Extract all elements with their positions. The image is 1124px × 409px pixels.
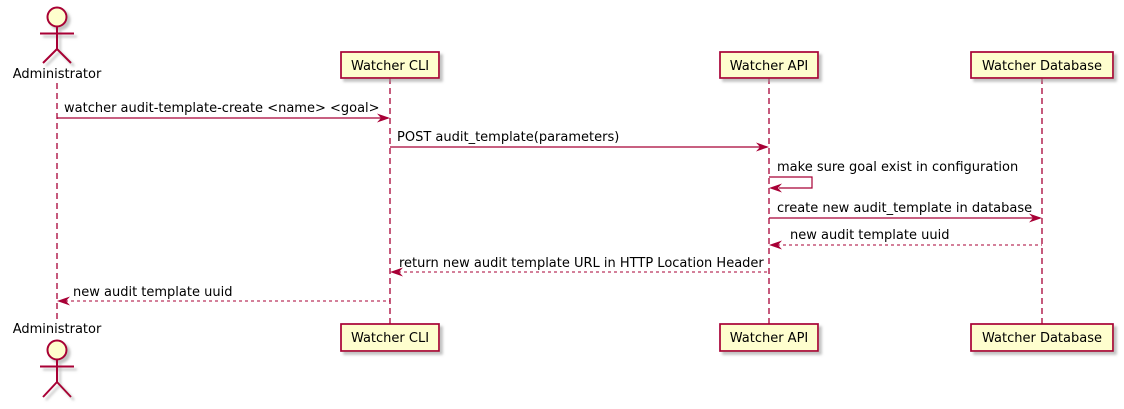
arrowhead-left-icon [769, 183, 782, 193]
message-label: return new audit template URL in HTTP Lo… [399, 256, 764, 271]
participant-watcher-api-top: Watcher API [719, 51, 819, 79]
message-label: new audit template uuid [790, 228, 949, 243]
message-3-self: make sure goal exist in configuration [769, 160, 1018, 193]
participant-label: Watcher API [730, 59, 809, 74]
participant-box [719, 323, 819, 352]
participant-label: Watcher Database [982, 331, 1102, 346]
participant-label: Watcher Database [982, 59, 1102, 74]
arrowhead-left-icon [57, 296, 70, 306]
actor-icon-administrator-bottom [40, 339, 74, 398]
arrowhead-right-icon [1029, 213, 1042, 223]
message-7: new audit template uuid [57, 285, 390, 306]
message-label: watcher audit-template-create <name> <go… [64, 101, 380, 116]
message-label: make sure goal exist in configuration [777, 160, 1018, 175]
actor-label-administrator-bottom: Administrator [13, 322, 102, 337]
self-message-loop [769, 176, 813, 189]
actor-leg-right [56, 381, 72, 398]
actor-head [46, 339, 68, 361]
actor-leg-left [42, 381, 58, 398]
participant-watcher-database-top: Watcher Database [970, 51, 1114, 79]
participant-box [970, 323, 1114, 352]
actor-icon-administrator-top [40, 6, 74, 64]
participant-watcher-api-bottom: Watcher API [719, 323, 819, 352]
actor-leg-right [56, 48, 72, 64]
message-label: create new audit_template in database [777, 201, 1032, 216]
message-label: POST audit_template(parameters) [397, 130, 619, 145]
participant-watcher-database-bottom: Watcher Database [970, 323, 1114, 352]
actor-leg-left [42, 48, 58, 64]
participant-watcher-cli-bottom: Watcher CLI [340, 323, 440, 352]
participant-label: Watcher CLI [351, 59, 429, 74]
message-5: new audit template uuid [769, 228, 1042, 250]
participant-box [970, 51, 1114, 79]
participant-label: Watcher API [730, 331, 809, 346]
message-label: new audit template uuid [73, 285, 232, 300]
arrowhead-left-icon [390, 267, 403, 277]
message-2: POST audit_template(parameters) [390, 130, 769, 152]
message-6: return new audit template URL in HTTP Lo… [390, 256, 769, 277]
arrowhead-right-icon [377, 113, 390, 123]
participant-watcher-cli-top: Watcher CLI [340, 51, 440, 79]
participant-box [719, 51, 819, 79]
participant-box [340, 51, 440, 79]
arrowhead-right-icon [756, 142, 769, 152]
arrowhead-left-icon [769, 240, 782, 250]
participant-box [340, 323, 440, 352]
message-4: create new audit_template in database [769, 201, 1042, 223]
message-1: watcher audit-template-create <name> <go… [57, 101, 390, 123]
participant-label: Watcher CLI [351, 331, 429, 346]
actor-label-administrator-top: Administrator [13, 67, 102, 82]
actor-head [46, 6, 68, 28]
